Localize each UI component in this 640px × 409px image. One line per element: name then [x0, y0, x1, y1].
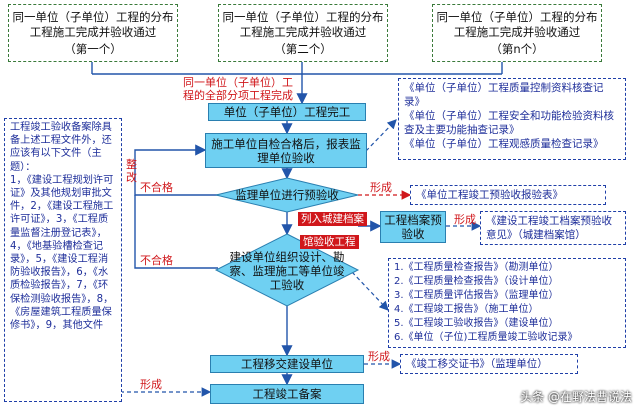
sub-project-index: （第n个） — [490, 41, 544, 56]
step-self-check: 施工单位自检合格后，报表监理单位验收 — [205, 133, 367, 168]
archive-check-label: 馆验收工程 — [300, 235, 359, 249]
quality-records-note: 《单位（子单位）工程质量控制资料核查记录》 《单位（子单位）工程安全和功能检验资… — [398, 78, 626, 160]
sub-project-text: 同一单位（子单位）工程的分布工程施工完成并验收通过 — [222, 9, 384, 39]
fail-label-2: 不合格 — [140, 254, 173, 267]
all-done-label: 同一单位（子单位）工程的全部分项工程完成 — [183, 76, 293, 102]
sub-project-text: 同一单位（子单位）工程的分布工程施工完成并验收通过 — [12, 9, 174, 39]
step-pre-accept: 监理单位进行预验收 — [235, 188, 339, 202]
city-archive-label: 列入城建档案 — [298, 212, 367, 226]
transfer-cert-note: 《竣工移交证书》（监理单位） — [400, 354, 578, 374]
sub-project-text: 同一单位（子单位）工程的分布工程施工完成并验收通过 — [436, 9, 598, 39]
pre-accept-form-note: 《单位工程竣工预验收报验表》 — [410, 185, 606, 205]
watermark: 头条 @在野法曹说法 — [520, 390, 632, 404]
sub-project-box-n: 同一单位（子单位）工程的分布工程施工完成并验收通过 （第n个） — [432, 4, 602, 62]
form-label-1: 形成 — [370, 181, 392, 194]
step-complete: 单位（子单位）工程完工 — [208, 103, 366, 121]
record-requirements-note: 工程竣工验收备案除具备上述工程文件外，还应该有以下文件（主题）： 1，《建设工程… — [4, 118, 122, 402]
archive-opinion-note: 《建设工程竣工档案预验收意见》（城建档案馆） — [480, 211, 626, 245]
rectify-label: 整改 — [126, 158, 137, 184]
sub-project-box-1: 同一单位（子单位）工程的分布工程施工完成并验收通过 （第一个） — [8, 4, 178, 62]
fail-label-1: 不合格 — [140, 181, 173, 194]
sub-project-index: （第二个） — [274, 41, 332, 56]
acceptance-reports-note: 1.《工程质量检查报告》（勘测单位） 2.《工程质量检查报告》（设计单位） 3.… — [388, 258, 626, 348]
form-label-3: 形成 — [368, 350, 390, 363]
step-record: 工程竣工备案 — [210, 384, 364, 404]
sub-project-box-2: 同一单位（子单位）工程的分布工程施工完成并验收通过 （第二个） — [218, 4, 388, 62]
sub-project-index: （第一个） — [64, 41, 122, 56]
form-label-2: 形成 — [454, 213, 476, 226]
step-archive-pre: 工程档案预验收 — [380, 211, 446, 243]
form-label-4: 形成 — [140, 378, 162, 391]
step-acceptance: 建设单位组织设计、勘察、监理施工等单位竣工验收 — [229, 250, 345, 292]
step-transfer: 工程移交建设单位 — [210, 355, 364, 373]
